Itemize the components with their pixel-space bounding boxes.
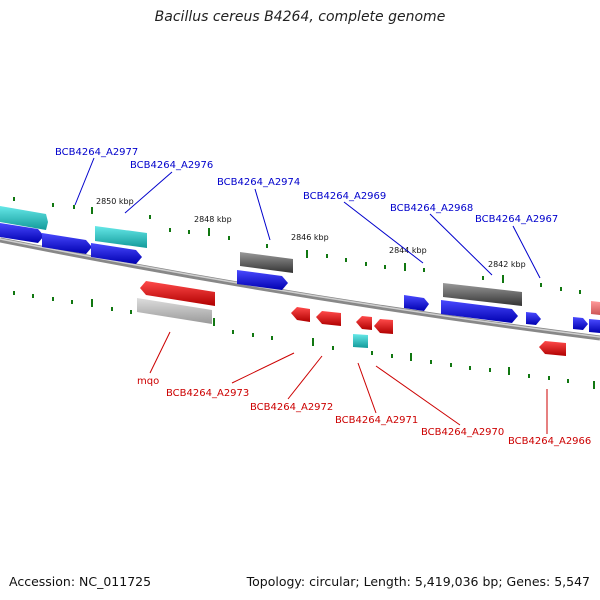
accession-text: Accession: NC_011725: [9, 574, 152, 589]
gene-arrow[interactable]: [316, 311, 341, 326]
gene-arrow[interactable]: [374, 319, 393, 334]
gene-arrow[interactable]: [356, 316, 372, 330]
gene-label: BCB4264_A2976: [130, 160, 213, 171]
bottom-leader-lines: [149, 331, 548, 434]
gene-arrow[interactable]: [441, 300, 518, 323]
ruler-label: 2842 kbp: [488, 260, 526, 269]
top-leader-lines: [74, 157, 541, 279]
pseudo-gene[interactable]: [443, 283, 522, 306]
gene-label: BCB4264_A2968: [390, 203, 473, 214]
genome-summary-text: Topology: circular; Length: 5,419,036 bp…: [246, 574, 590, 589]
map-title: Bacillus cereus B4264, complete genome: [154, 9, 446, 25]
ruler-label: 2846 kbp: [291, 233, 329, 242]
ruler-ticks-top: [13, 197, 581, 294]
gene-arrow[interactable]: [291, 307, 310, 322]
gene-arrow[interactable]: [539, 341, 566, 356]
gene-arrow[interactable]: [573, 317, 588, 330]
gene-arrow[interactable]: [589, 319, 600, 333]
gene-label: BCB4264_A2969: [303, 191, 386, 202]
gene-arrow[interactable]: [140, 281, 215, 306]
gene-label: BCB4264_A2970: [421, 427, 504, 438]
gene-label: BCB4264_A2972: [250, 402, 333, 413]
ruler-label: 2844 kbp: [389, 246, 427, 255]
gene-arrow[interactable]: [0, 223, 44, 243]
rna-gene[interactable]: [95, 226, 147, 248]
gene-label: BCB4264_A2967: [475, 214, 558, 225]
forward-strand-genes: [0, 206, 600, 333]
pseudo-gene[interactable]: [591, 301, 600, 315]
genome-backbone: [0, 237, 600, 341]
ruler-label: 2848 kbp: [194, 215, 232, 224]
ruler-label: 2850 kbp: [96, 197, 134, 206]
gene-label: mqo: [137, 376, 159, 387]
rna-gene[interactable]: [353, 334, 368, 348]
rna-gene[interactable]: [0, 206, 48, 230]
gene-label: BCB4264_A2966: [508, 436, 591, 447]
gene-label: BCB4264_A2974: [217, 177, 300, 188]
ruler-ticks-bottom: [13, 291, 595, 389]
gene-arrow[interactable]: [526, 312, 541, 325]
pseudo-gene[interactable]: [137, 298, 212, 324]
pseudo-gene[interactable]: [240, 252, 293, 273]
genome-backbone-highlight: [0, 238, 600, 338]
reverse-strand-genes: [137, 281, 566, 356]
gene-arrow[interactable]: [42, 233, 92, 254]
gene-arrow[interactable]: [404, 295, 429, 311]
gene-arrow[interactable]: [237, 270, 288, 290]
gene-label: BCB4264_A2977: [55, 147, 138, 158]
gene-label: BCB4264_A2971: [335, 415, 418, 426]
gene-label: BCB4264_A2973: [166, 388, 249, 399]
gene-arrow[interactable]: [91, 243, 142, 264]
